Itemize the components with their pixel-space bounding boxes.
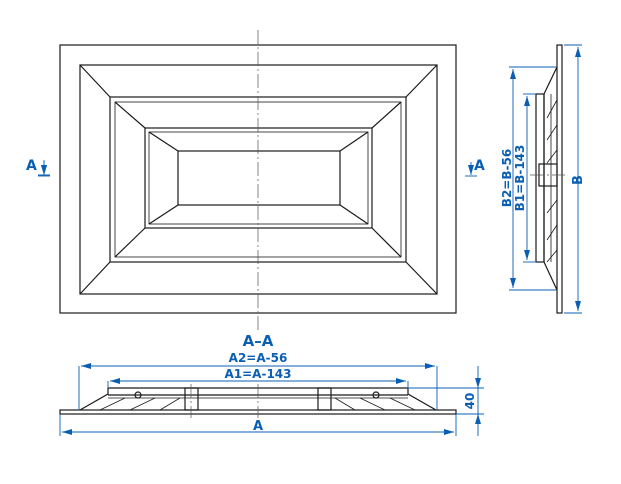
dim-b2: B2=B-56 <box>500 149 514 207</box>
side-view: B B2=B-56 B1=B-143 <box>500 44 586 314</box>
section-marker-left: A <box>26 158 37 174</box>
dim-height: 40 <box>463 393 477 410</box>
dim-a: A <box>253 419 263 434</box>
dim-a1: A1=A-143 <box>224 367 291 381</box>
dim-b1: B1=B-143 <box>513 145 527 212</box>
dim-a2: A2=A-56 <box>229 351 288 365</box>
front-view: A A <box>26 30 485 330</box>
section-marker-right: A <box>474 158 485 174</box>
dim-b: B <box>571 175 586 185</box>
section-view: A–A A2=A-56 A1=A-143 A 40 <box>59 332 484 436</box>
section-title: A–A <box>243 332 274 350</box>
